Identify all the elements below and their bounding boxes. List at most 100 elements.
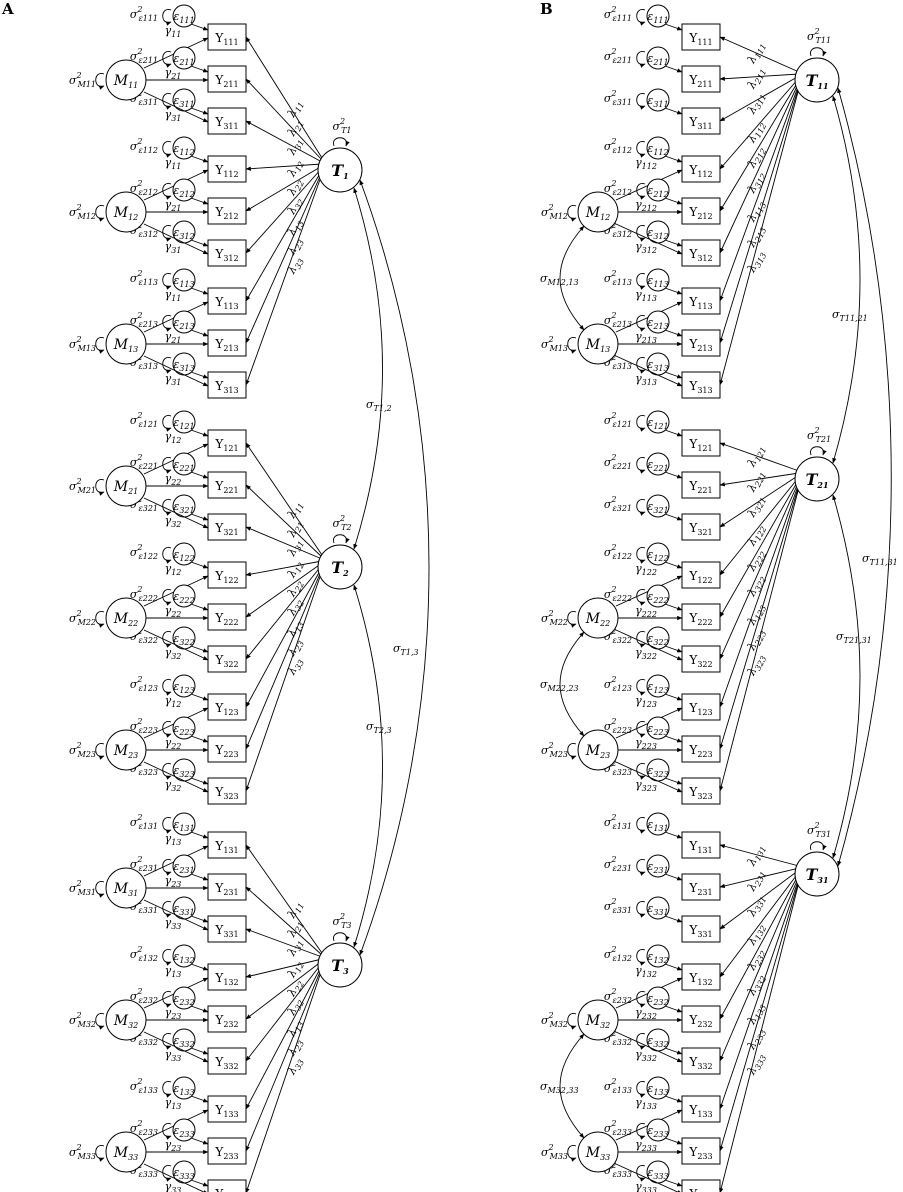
indicator-box	[207, 1095, 247, 1123]
error-label: ε312	[173, 226, 194, 241]
indicator-box	[681, 329, 721, 357]
error-arrow	[664, 561, 683, 569]
trait-loading-label: λ12	[284, 558, 306, 581]
error-arrow	[664, 287, 683, 295]
error-circle	[646, 268, 670, 292]
error-arrow	[190, 429, 209, 437]
error-arrow	[664, 915, 683, 923]
variance-loop	[636, 721, 646, 738]
variance-loop	[636, 631, 646, 648]
error-arrow	[664, 429, 683, 437]
error-circle	[172, 944, 196, 968]
error-circle	[172, 178, 196, 202]
error-circle	[646, 986, 670, 1010]
variance-loop	[567, 337, 577, 354]
variance-loop	[636, 51, 646, 68]
indicator-label: Y221	[214, 479, 238, 495]
error-arrow	[664, 107, 683, 115]
variance-loop	[636, 991, 646, 1008]
error-label: ε122	[647, 548, 668, 563]
method-factor-circle	[105, 999, 147, 1041]
error-arrow	[664, 329, 683, 337]
variance-loop	[636, 547, 646, 564]
method-factor-circle	[105, 729, 147, 771]
variance-loop	[636, 141, 646, 158]
error-arrow	[190, 197, 209, 205]
indicator-box	[207, 23, 247, 51]
trait-loading-arrow	[719, 73, 800, 81]
indicator-label: Y331	[214, 923, 238, 939]
trait-covariance-arc	[353, 584, 383, 948]
indicator-box	[681, 915, 721, 943]
trait-covariance-label: σT21,31	[836, 630, 872, 645]
error-arrow	[190, 471, 209, 479]
indicator-box	[681, 65, 721, 93]
variance-loop	[162, 357, 172, 374]
method-loading-arrow	[143, 355, 209, 387]
variance-loop	[162, 901, 172, 918]
method-factor-label: M13	[113, 337, 139, 354]
method-factor-circle	[577, 323, 619, 365]
error-circle	[646, 1118, 670, 1142]
error-circle	[646, 944, 670, 968]
error-circle	[172, 584, 196, 608]
trait-loading-arrow	[245, 886, 323, 956]
error-label: ε221	[173, 458, 194, 473]
method-loading-label: γ23	[165, 1138, 182, 1153]
method-factor-circle	[577, 191, 619, 233]
trait-loading-label: λ221	[744, 468, 768, 496]
error-arrow	[664, 873, 683, 881]
method-loading-label: γ11	[165, 24, 182, 39]
error-arrow	[190, 1179, 209, 1187]
error-label: ε131	[173, 818, 194, 833]
indicator-box	[681, 107, 721, 135]
error-circle	[646, 46, 670, 70]
indicator-label: Y321	[214, 521, 238, 537]
method-factor-circle	[105, 191, 147, 233]
error-circle	[646, 896, 670, 920]
error-label: ε122	[173, 548, 194, 563]
method-loading-label: γ32	[165, 646, 182, 661]
indicator-label: Y323	[214, 785, 238, 801]
indicator-label: Y311	[214, 115, 238, 131]
error-label: ε132	[173, 950, 194, 965]
trait-loading-label: λ33	[284, 254, 306, 277]
indicator-label: Y111	[214, 31, 238, 47]
trait-loading-label: λ21	[284, 518, 306, 541]
method-loading-arrow	[615, 761, 683, 793]
indicator-label: Y322	[688, 653, 712, 669]
method-covariance-arc	[559, 225, 585, 331]
trait-loading-arrow	[245, 442, 323, 556]
method-covariance-label: σM22,23	[540, 678, 579, 693]
error-circle	[646, 854, 670, 878]
error-circle	[646, 136, 670, 160]
trait-loading-arrow	[245, 484, 323, 558]
error-label: ε212	[647, 184, 668, 199]
trait-covariance-arc	[832, 494, 861, 859]
method-factor-circle	[105, 867, 147, 909]
error-label: ε211	[647, 52, 668, 67]
method-loading-label: γ132	[635, 964, 657, 979]
method-factor-circle	[105, 465, 147, 507]
method-loading-label: γ222	[635, 604, 657, 619]
variance-loop	[162, 547, 172, 564]
error-label: ε223	[647, 722, 668, 737]
indicator-label: Y222	[214, 611, 238, 627]
variance-loop	[567, 743, 577, 760]
variance-loop	[636, 589, 646, 606]
error-label: ε323	[647, 764, 668, 779]
error-circle	[646, 4, 670, 28]
indicator-box	[207, 693, 247, 721]
error-circle	[646, 310, 670, 334]
error-arrow	[664, 1005, 683, 1013]
trait-loading-arrow	[719, 81, 800, 254]
